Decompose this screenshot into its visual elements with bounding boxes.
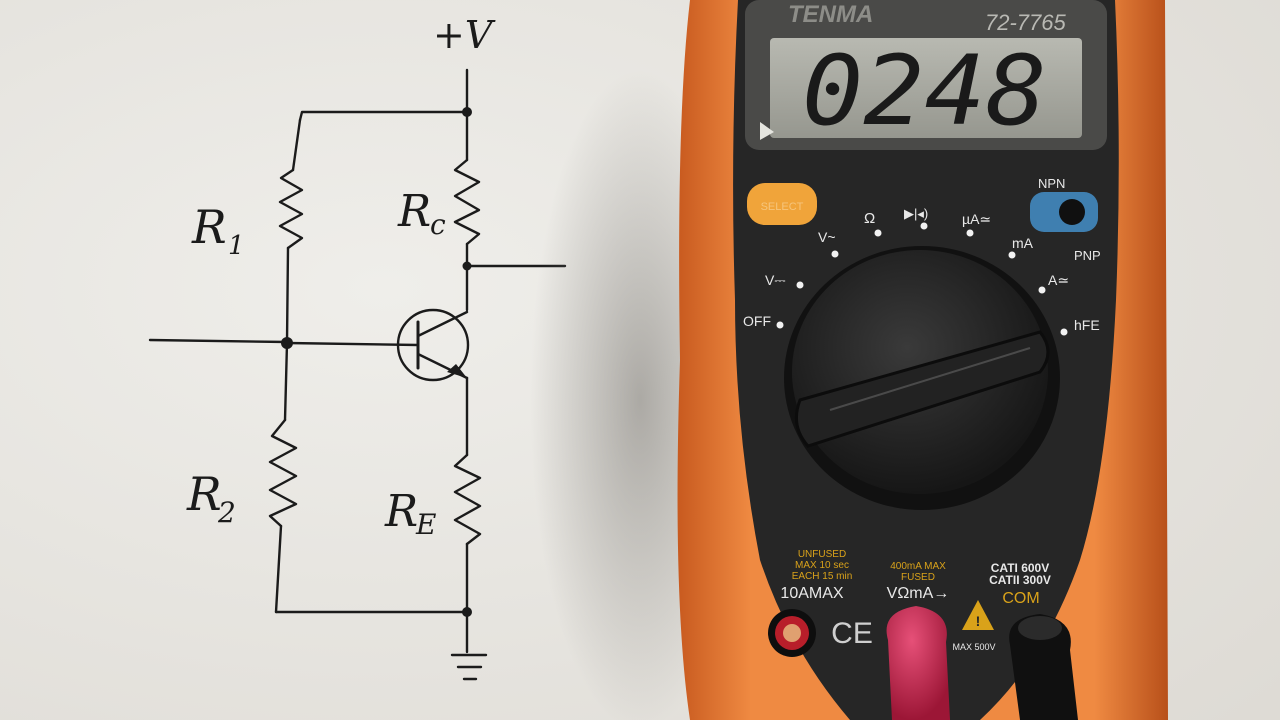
tenA-jack-pin [783, 624, 801, 642]
supply-label: +V [433, 13, 496, 57]
top-rail-wire [298, 110, 469, 122]
transistor-socket-hole [1059, 199, 1085, 225]
r1-subscript: 1 [228, 231, 245, 261]
cat-rating-line-2: CATII 300V [989, 573, 1051, 587]
emitter-arrow [447, 364, 467, 378]
vohm-warning-line-1: 400mA MAX [890, 561, 946, 572]
dial-ma-label: mA [1012, 235, 1034, 251]
dial-vdc-label: V⎓ [765, 272, 786, 288]
black-probe-plug[interactable] [1009, 614, 1078, 720]
tenA-warning-line-1: UNFUSED [798, 549, 846, 560]
dial-hfe-label: hFE [1074, 317, 1100, 333]
r1-lead-top [291, 118, 302, 172]
r2-lead-top [283, 341, 289, 422]
com-jack-label: COM [1002, 590, 1039, 607]
tenA-jack-label: 10AMAX [780, 585, 843, 602]
rc-resistor [453, 158, 481, 246]
junction-dot-base [281, 337, 293, 349]
dial-vac-label: V~ [818, 229, 836, 245]
lcd-reading: 0248 [802, 35, 1047, 147]
junction-dot-collector [462, 261, 472, 271]
r2-lead-bottom [274, 524, 283, 614]
tenA-warning: UNFUSED MAX 10 sec EACH 15 min [792, 549, 853, 582]
select-button-label: SELECT [761, 201, 804, 213]
re-subscript: E [415, 508, 436, 541]
brand-logo: TENMA [788, 1, 873, 28]
vohm-warning-line-2: FUSED [901, 572, 935, 583]
input-wire [148, 338, 289, 344]
dial-pointer-highlight [829, 347, 1031, 411]
rc-subscript: c [430, 208, 446, 241]
junction-dot-top [462, 107, 472, 117]
ce-mark: CE [831, 617, 873, 650]
base-wire [285, 341, 420, 347]
multimeter: TENMA 72-7765 0248 SELECT NPN PNP OFF V⎓… [677, 0, 1168, 720]
dial-diode-label: ▶|◂) [904, 206, 928, 221]
r2-label: R [186, 467, 222, 521]
npn-label: NPN [1038, 176, 1065, 191]
junction-dot-bottom [462, 607, 472, 617]
dial-a-label: A≃ [1048, 272, 1069, 288]
re-resistor [453, 453, 482, 546]
tenA-warning-line-3: EACH 15 min [792, 571, 853, 582]
re-label: R [384, 486, 418, 537]
max-voltage-label: MAX 500V [952, 642, 995, 652]
lcd-indicator-icon [760, 122, 774, 140]
tenA-warning-line-2: MAX 10 sec [795, 560, 849, 571]
cat-rating-line-1: CATI 600V [991, 561, 1049, 575]
select-button[interactable] [747, 183, 817, 225]
pnp-label: PNP [1074, 248, 1101, 263]
vohm-jack-label: VΩmA→ [887, 585, 950, 602]
rc-label: R [397, 186, 431, 237]
dial-ua-label: µA≃ [962, 211, 991, 227]
dial-off-label: OFF [743, 313, 771, 329]
rotary-dial-pointer[interactable] [794, 330, 1050, 448]
transistor-body [396, 308, 470, 382]
circuit-schematic [148, 68, 567, 681]
r2-subscript: 2 [217, 496, 236, 529]
r1-lead-bottom [285, 246, 290, 344]
transistor-collector [416, 310, 469, 338]
lcd-screen [770, 38, 1082, 138]
black-probe-highlight [1018, 616, 1062, 640]
r1-resistor [278, 168, 304, 250]
red-probe-plug[interactable] [886, 606, 950, 720]
dial-ohm-label: Ω [864, 210, 875, 227]
warning-triangle-icon [962, 600, 994, 630]
dial-position-dots [776, 222, 1068, 336]
model-number: 72-7765 [985, 10, 1067, 35]
r2-resistor [268, 418, 298, 528]
r1-label: R [191, 200, 227, 254]
warning-exclamation: ! [976, 613, 981, 629]
